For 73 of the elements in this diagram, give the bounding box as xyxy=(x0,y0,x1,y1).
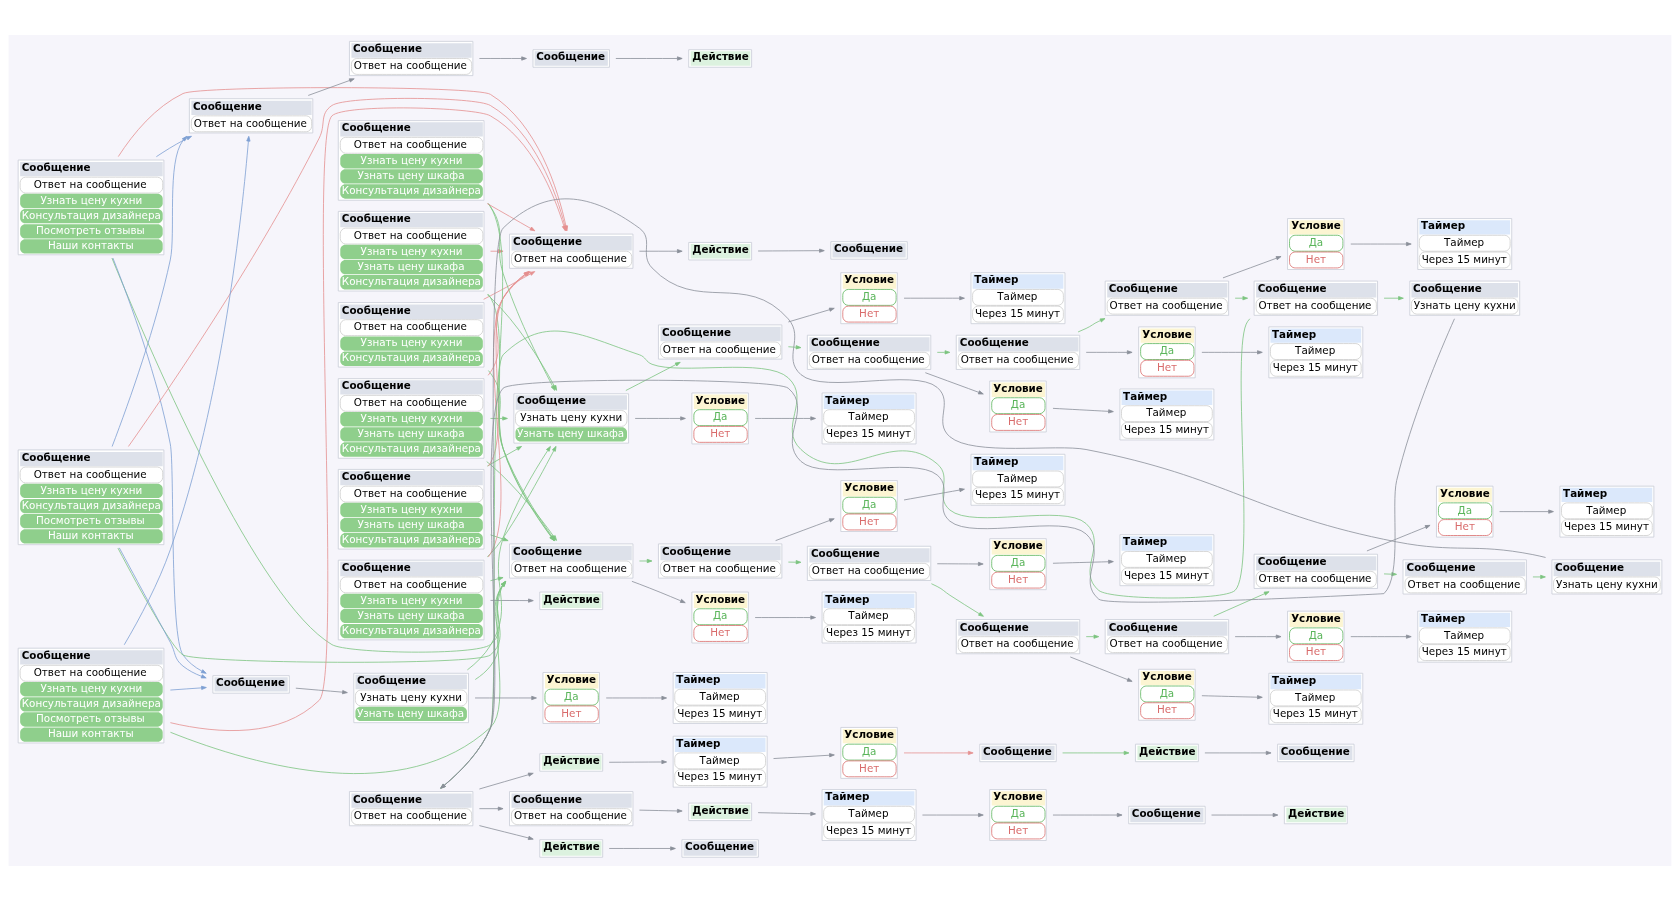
arrow xyxy=(479,772,534,790)
arrow xyxy=(625,361,681,391)
arrow xyxy=(639,808,683,813)
arrow xyxy=(307,78,355,96)
arrow xyxy=(1062,750,1130,755)
arrow xyxy=(479,806,504,811)
arrow xyxy=(169,685,207,691)
arrow xyxy=(1085,634,1100,639)
arrow xyxy=(787,307,835,323)
arrow xyxy=(1069,656,1133,682)
arrow xyxy=(1052,812,1123,818)
arrow xyxy=(474,695,537,701)
arrow xyxy=(903,487,965,501)
arrow xyxy=(466,446,551,671)
arrow xyxy=(639,558,653,564)
arrow xyxy=(118,547,207,679)
arrow xyxy=(112,257,207,674)
arrow xyxy=(631,580,686,604)
arrow xyxy=(754,615,816,620)
arrow xyxy=(608,759,667,765)
arrow xyxy=(787,345,802,350)
arrow xyxy=(440,318,1251,789)
arrow xyxy=(123,135,251,646)
arrow xyxy=(490,534,509,542)
arrow xyxy=(922,812,984,818)
arrow xyxy=(117,87,568,232)
arrow xyxy=(155,135,192,158)
arrow xyxy=(903,750,974,755)
arrow xyxy=(605,695,667,701)
arrow xyxy=(490,598,534,603)
arrow xyxy=(924,372,984,395)
arrow xyxy=(1222,256,1282,279)
arrow xyxy=(479,56,527,61)
arrow xyxy=(1532,574,1546,579)
arrow xyxy=(1350,634,1412,639)
arrow xyxy=(440,318,1455,789)
arrow xyxy=(1499,509,1554,514)
arrow xyxy=(1211,812,1279,818)
arrow xyxy=(1204,750,1272,755)
arrow xyxy=(170,107,566,731)
arrow xyxy=(295,687,348,695)
arrow xyxy=(936,350,951,355)
arrow xyxy=(634,416,686,421)
arrow xyxy=(479,825,534,840)
arrow xyxy=(773,753,835,759)
arrow xyxy=(440,198,1546,789)
arrow xyxy=(931,583,984,617)
arrow xyxy=(1350,241,1412,247)
arrow xyxy=(1201,350,1263,355)
arrow xyxy=(111,135,188,447)
arrow xyxy=(754,416,816,421)
arrow xyxy=(757,811,816,816)
arrow xyxy=(1077,318,1106,333)
arrow xyxy=(1201,695,1263,700)
arrow xyxy=(486,203,536,232)
arrow xyxy=(1234,634,1282,639)
arrow xyxy=(1085,350,1133,355)
arrow xyxy=(787,560,802,565)
arrow xyxy=(1383,296,1404,301)
arrow xyxy=(1052,407,1114,414)
arrow xyxy=(1383,572,1397,577)
arrow xyxy=(936,561,984,567)
arrow xyxy=(1213,591,1270,617)
arrow xyxy=(903,296,965,301)
arrow xyxy=(1052,559,1114,564)
arrow xyxy=(1234,296,1249,301)
arrow xyxy=(775,518,835,541)
arrow xyxy=(608,846,676,851)
arrow xyxy=(639,249,683,254)
arrow xyxy=(615,56,683,61)
arrow xyxy=(1366,524,1431,552)
arrow xyxy=(486,446,522,467)
arrow xyxy=(757,248,825,253)
